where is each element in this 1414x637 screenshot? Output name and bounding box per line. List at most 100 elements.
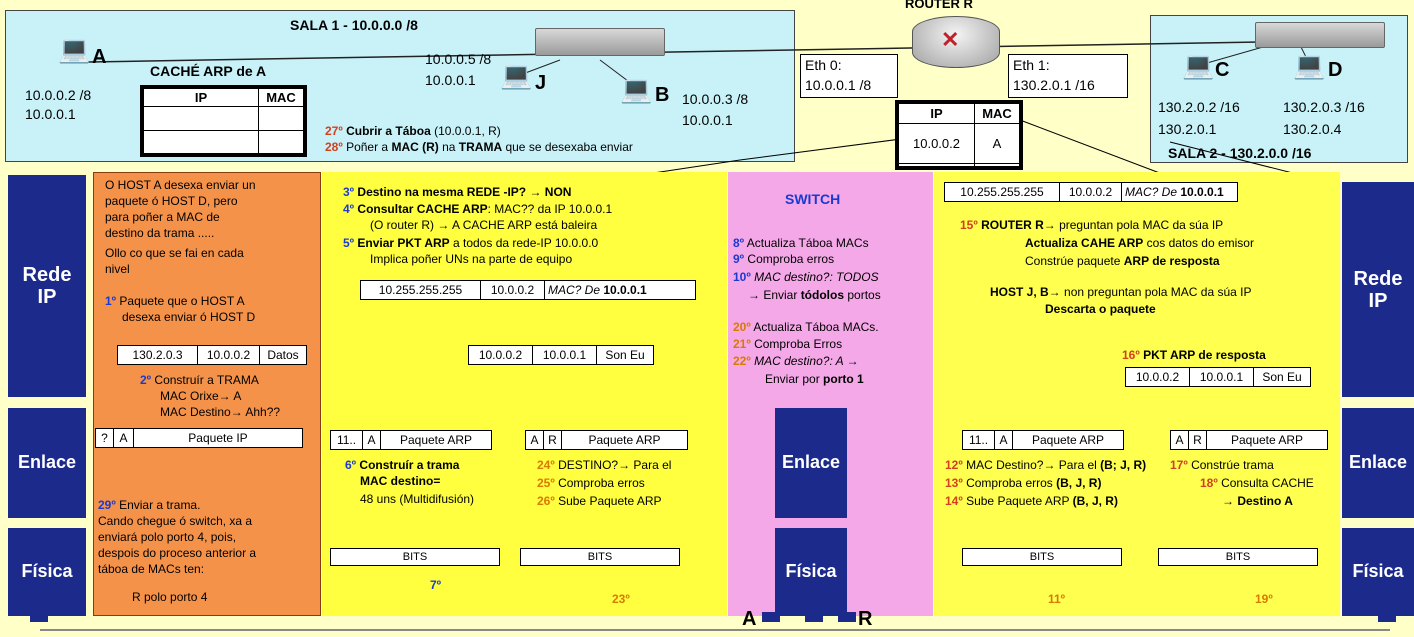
sala1-title: SALA 1 - 10.0.0.0 /8	[290, 17, 418, 33]
step-14: 14º Sube Paquete ARP (B, J, R)	[945, 494, 1118, 508]
step-16: 16º PKT ARP de resposta	[1122, 348, 1266, 362]
host-j-gw: 10.0.0.1	[425, 72, 476, 88]
step-9: 9º Comproba erros	[733, 252, 835, 266]
bits-box-4: BITS	[1158, 548, 1318, 566]
step-1b: desexa enviar ó HOST D	[122, 310, 256, 324]
step-29c: enviará polo porto 4, pois,	[98, 530, 237, 544]
step-22: 22º MAC destino?: A →	[733, 354, 859, 368]
host-a-ip: 10.0.0.2 /8	[25, 87, 92, 103]
layer-rede-left: Rede IP	[8, 175, 86, 397]
laptop-icon-a: 💻	[58, 34, 91, 64]
step-29: 29º Enviar a trama.	[98, 498, 201, 512]
port-connector-left	[30, 612, 48, 622]
host-c-ip: 130.2.0.2 /16	[1158, 99, 1240, 115]
step-29f: R polo porto 4	[132, 590, 208, 604]
host-d-label: D	[1328, 59, 1343, 81]
orange-text-2: paquete ó HOST D, pero	[105, 194, 238, 208]
laptop-icon-d: 💻	[1293, 50, 1326, 80]
step-1: 1º Paquete que o HOST A	[105, 294, 245, 308]
step-2c: MAC Destino→ Ahh??	[160, 405, 281, 419]
switch-icon-sala1	[535, 28, 665, 56]
step-21: 21º Comproba Erros	[733, 337, 843, 351]
host-b-label: B	[655, 84, 670, 106]
cache-hdr-mac: MAC	[258, 88, 304, 107]
host-d-ip: 130.2.0.3 /16	[1283, 99, 1365, 115]
step-29d: despois do proceso anterior a	[98, 546, 257, 560]
host-d-gw: 130.2.0.4	[1283, 121, 1342, 137]
laptop-icon-b: 💻	[620, 74, 653, 104]
host-b-gw: 10.0.0.1	[682, 112, 733, 128]
step-25: 25º Comproba erros	[537, 476, 645, 490]
router-a-rede-panel	[322, 172, 727, 616]
eth0-ip: 10.0.0.1 /8	[805, 77, 872, 93]
cache-title: CACHÉ ARP de A	[150, 63, 267, 79]
rtable-hdr-mac: MAC	[974, 103, 1020, 124]
port-connector-3	[838, 612, 856, 622]
step-11: 11º	[1048, 592, 1066, 606]
step-12: 12º MAC Destino?→ Para el (B; J, R)	[945, 458, 1147, 472]
layer-fisica-right: Física	[1342, 528, 1414, 616]
step-8: 8º Actualiza Táboa MACs	[733, 236, 869, 250]
host-c-gw: 130.2.0.1	[1158, 121, 1217, 137]
orange-text-1: O HOST A desexa enviar un	[105, 178, 256, 192]
orange-text-6: nivel	[105, 262, 130, 276]
step-5: 5º Enviar PKT ARP a todos da rede-IP 10.…	[343, 236, 599, 250]
bits-box-3: BITS	[962, 548, 1122, 566]
step-15: 15º ROUTER R→ preguntan pola MAC da súa …	[960, 218, 1224, 232]
step-7: 7º	[430, 578, 442, 592]
step-10b: → Enviar tódolos portos	[748, 288, 881, 302]
step-6: 6º Construír a trama	[345, 458, 460, 472]
host-jb-note: HOST J, B→ non preguntan pola MAC da súa…	[990, 285, 1252, 299]
step-10: 10º MAC destino?: TODOS	[733, 270, 879, 284]
port-connector-right	[1378, 612, 1396, 622]
port-a-label: A	[742, 608, 757, 630]
layer-enlace-right: Enlace	[1342, 408, 1414, 518]
eth0-label: Eth 0:	[805, 57, 842, 73]
router-title: ROUTER R	[905, 0, 973, 11]
step-4c: (O router R) → A CACHE ARP está baleira	[370, 218, 598, 232]
step-23: 23º	[612, 592, 630, 606]
host-j-ip: 10.0.0.5 /8	[425, 51, 492, 67]
step-6c: 48 uns (Multidifusión)	[360, 492, 475, 506]
router-rede-panel	[934, 172, 1340, 616]
step-18b: → Destino A	[1222, 494, 1293, 508]
host-c-label: C	[1215, 59, 1230, 81]
orange-text-5: Ollo co que se fai en cada	[105, 246, 244, 260]
step-15b: Actualiza CAHE ARP cos datos do emisor	[1025, 236, 1254, 250]
rtable-row-ip: 10.0.0.2	[898, 122, 975, 165]
host-jb-discard: Descarta o paquete	[1045, 302, 1156, 316]
host-j-label: J	[535, 72, 547, 94]
router-icon: ✕	[912, 16, 1000, 68]
step-19: 19º	[1255, 592, 1273, 606]
host-a-panel	[93, 172, 321, 616]
sala2-title: SALA 2 - 130.2.0.0 /16	[1168, 145, 1312, 161]
layer-enlace-switch: Enlace	[775, 408, 847, 518]
step-22b: Enviar por porto 1	[765, 372, 864, 386]
layer-fisica-left: Física	[8, 528, 86, 616]
step-29e: táboa de MACs ten:	[98, 562, 205, 576]
step-20: 20º Actualiza Táboa MACs.	[733, 320, 879, 334]
eth0-box	[800, 54, 898, 98]
orange-text-3: para poñer a MAC de	[105, 210, 220, 224]
step-15c: Constrúe paquete ARP de resposta	[1025, 254, 1220, 268]
rtable-hdr-ip: IP	[898, 103, 975, 124]
step-29b: Cando chegue ó switch, xa a	[98, 514, 253, 528]
step-2: 2º Construír a TRAMA	[140, 373, 259, 387]
step-28: 28º Poñer a MAC (R) na TRAMA que se dese…	[325, 140, 633, 154]
step-13: 13º Comproba erros (B, J, R)	[945, 476, 1102, 490]
switch-icon-sala2	[1255, 22, 1385, 48]
step-24: 24º DESTINO?→ Para el	[537, 458, 672, 472]
eth1-label: Eth 1:	[1013, 57, 1050, 73]
layer-enlace-left: Enlace	[8, 408, 86, 518]
